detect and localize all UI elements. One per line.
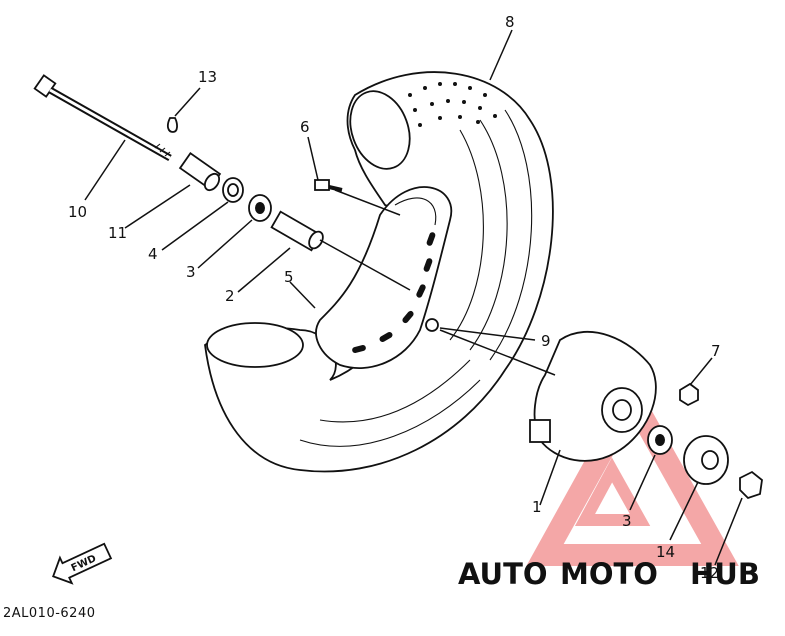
watermark-text: AUTO MOTO HUB xyxy=(458,557,760,591)
callout-7: 7 xyxy=(711,342,721,360)
axle-shaft xyxy=(33,74,172,162)
axle-nut xyxy=(739,470,763,500)
callout-2: 2 xyxy=(225,287,235,305)
callout-10: 10 xyxy=(68,203,87,221)
bearing-right xyxy=(647,425,673,455)
callout-14: 14 xyxy=(656,543,675,561)
bearing-left xyxy=(248,194,272,222)
rim-slots xyxy=(352,232,436,354)
callout-9: 9 xyxy=(541,332,551,350)
callout-6: 6 xyxy=(300,118,310,136)
callout-11: 11 xyxy=(108,224,127,242)
brake-hub xyxy=(529,330,657,462)
callout-8: 8 xyxy=(505,13,515,31)
spacer-collar xyxy=(178,152,222,192)
speedometer-gear-unit xyxy=(683,435,729,485)
callout-4: 4 xyxy=(148,245,158,263)
diagram-code: 2AL010-6240 xyxy=(3,606,96,621)
cotter-pin xyxy=(166,117,178,133)
wheel-rim xyxy=(315,186,453,369)
callout-3b: 3 xyxy=(622,512,632,530)
leader-lines xyxy=(84,29,743,566)
watermark-moto: MOTO xyxy=(560,557,658,591)
callout-12: 12 xyxy=(700,564,719,582)
tire xyxy=(204,71,554,473)
watermark-hub: HUB xyxy=(690,557,760,591)
spacer xyxy=(270,210,324,252)
forward-direction-arrow: FWD xyxy=(52,542,113,585)
callout-3a: 3 xyxy=(186,263,196,281)
tread-pattern xyxy=(408,82,497,127)
nut-small xyxy=(679,382,699,407)
callout-13: 13 xyxy=(198,68,217,86)
oil-seal xyxy=(222,177,244,203)
watermark-auto: AUTO xyxy=(458,557,548,591)
callout-1: 1 xyxy=(532,498,542,516)
bolt xyxy=(314,179,343,192)
watermark-triangle xyxy=(526,375,739,566)
callout-labels: 8 13 6 10 11 4 3 2 5 9 7 1 3 14 12 xyxy=(68,13,721,582)
callout-5: 5 xyxy=(284,268,294,286)
